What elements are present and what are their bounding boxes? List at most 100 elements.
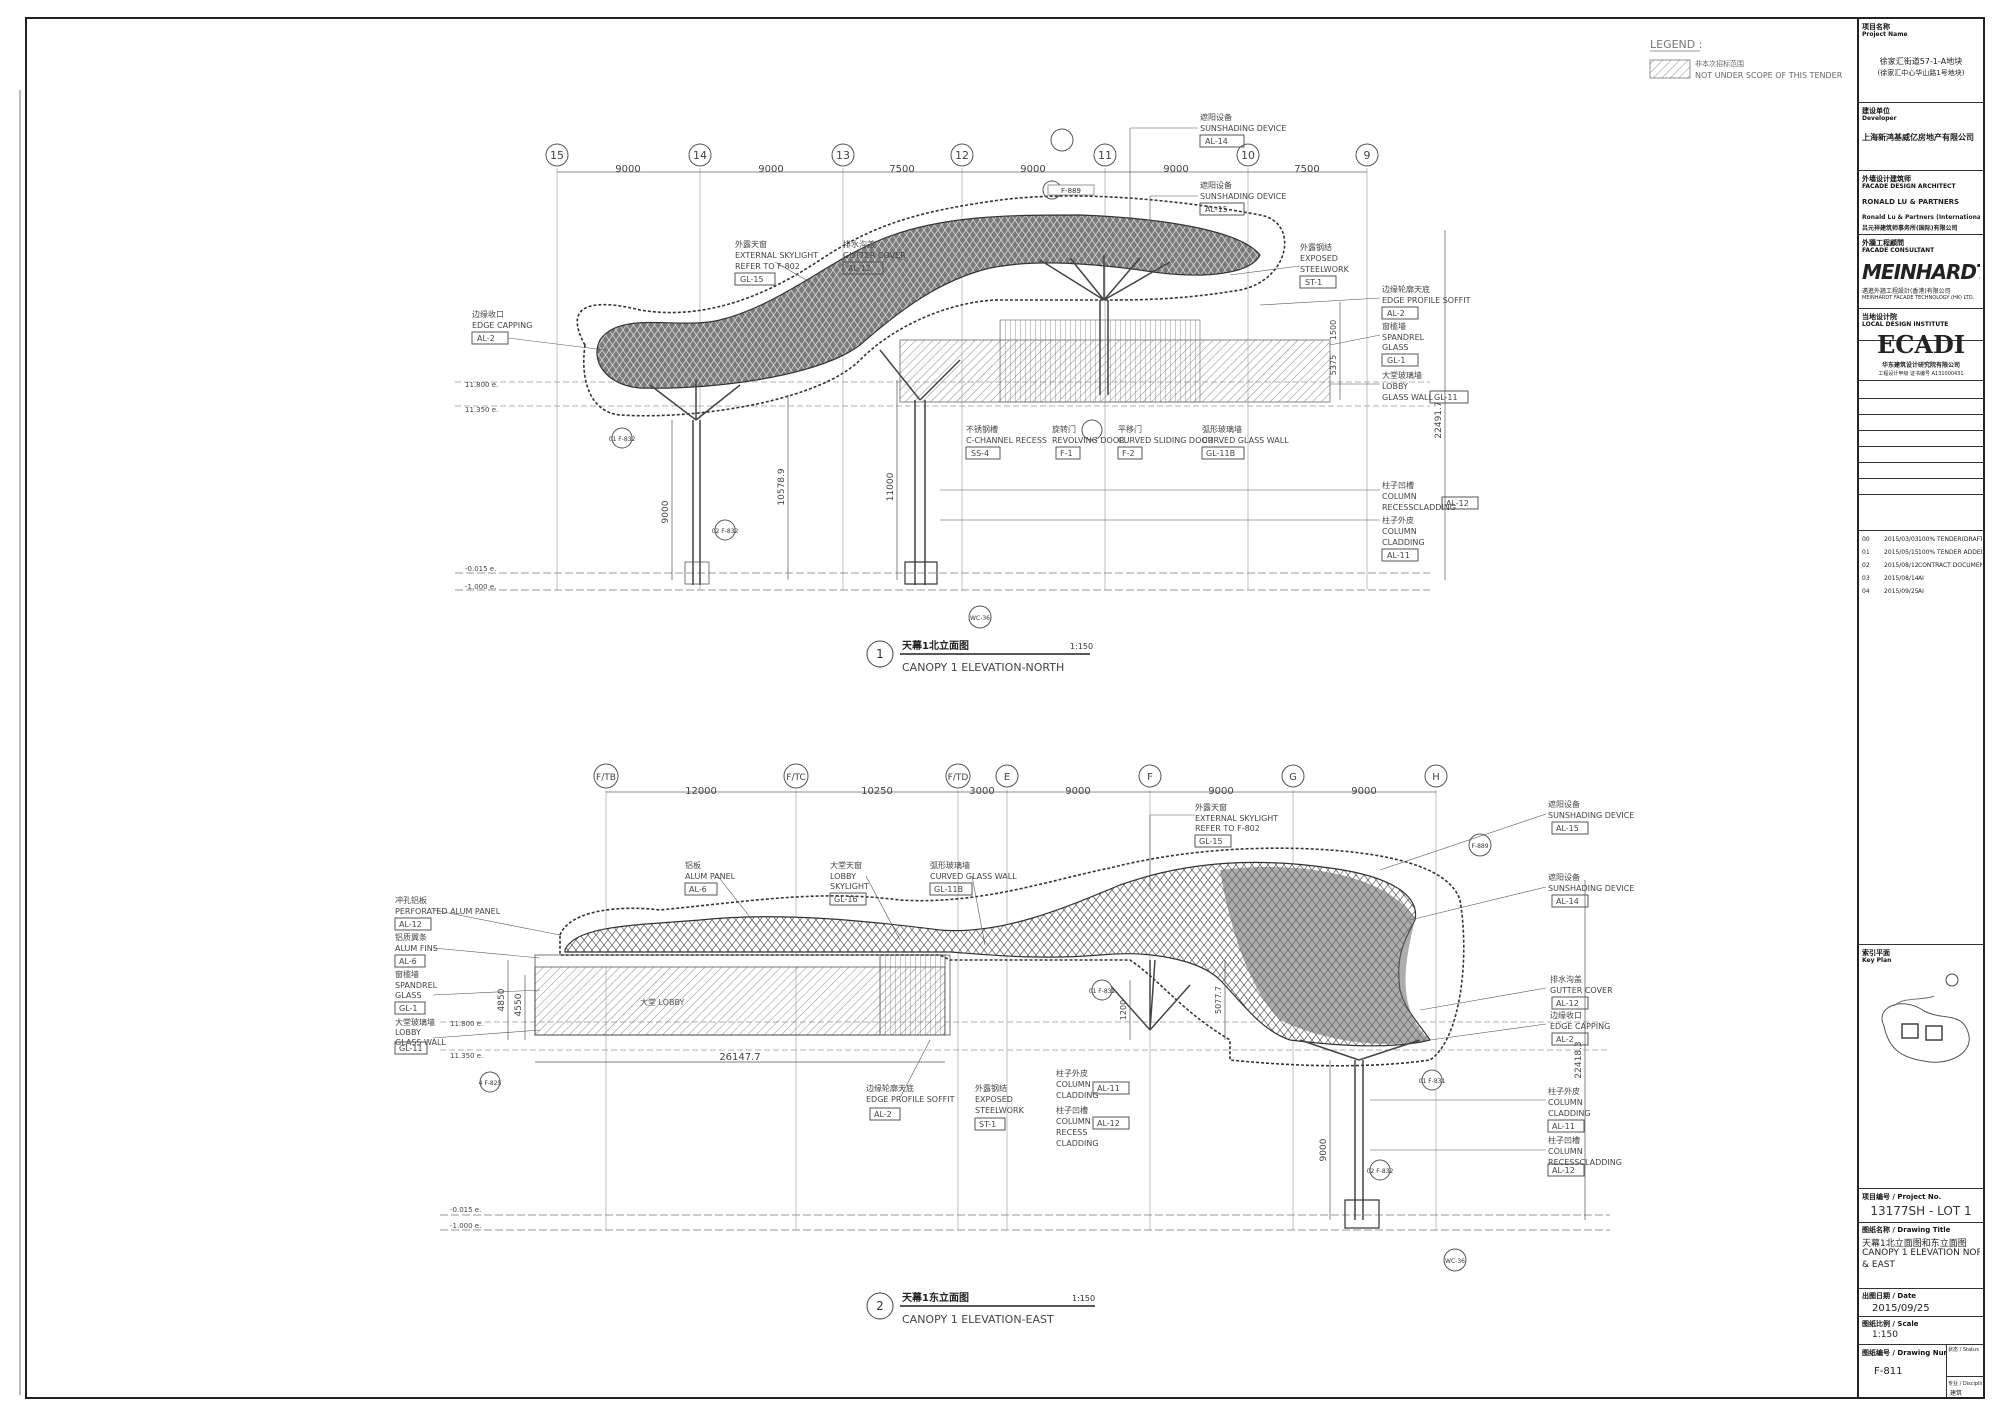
svg-text:1200: 1200 [1119, 1000, 1128, 1020]
canopy-roof [564, 861, 1431, 1047]
east-title-en: CANOPY 1 ELEVATION-EAST [902, 1313, 1054, 1326]
svg-text:9: 9 [1364, 149, 1371, 162]
svg-text:EDGE CAPPING: EDGE CAPPING [472, 321, 532, 330]
svg-text:GLASS: GLASS [1382, 343, 1408, 352]
svg-text:9000: 9000 [661, 500, 671, 523]
svg-text:AL-11: AL-11 [1097, 1084, 1120, 1093]
project-label: 项目名称 [1862, 23, 1890, 31]
svg-text:9000: 9000 [758, 164, 783, 175]
svg-text:10578.9: 10578.9 [777, 468, 787, 505]
svg-text:2: 2 [876, 1299, 884, 1313]
north-view-title: 1 天幕1北立面图 1:150 CANOPY 1 ELEVATION-NORTH [866, 639, 1093, 674]
svg-text:弧形玻璃墙: 弧形玻璃墙 [1202, 424, 1242, 434]
architect-name: Ronald Lu & Partners (International) Ltd… [1862, 214, 1980, 221]
svg-text:14: 14 [693, 149, 707, 162]
svg-text:LOBBY: LOBBY [830, 872, 856, 881]
svg-text:AL-12: AL-12 [848, 264, 871, 273]
svg-text:COLUMN: COLUMN [1548, 1147, 1583, 1156]
keyplan-label: 索引平面 [1862, 949, 1890, 957]
svg-text:RECESSCLADDING: RECESSCLADDING [1548, 1158, 1622, 1167]
steel-columns [649, 255, 1171, 585]
drawing-number: F-811 [1874, 1366, 1903, 1377]
svg-text:REFER TO F-802: REFER TO F-802 [1195, 824, 1260, 833]
svg-text:SKYLIGHT: SKYLIGHT [830, 882, 869, 891]
east-grid-spacing: 12000 10250 3000 9000 9000 9000 [685, 786, 1377, 797]
legend-title: LEGEND : [1650, 38, 1702, 51]
svg-text:COLUMN: COLUMN [1548, 1098, 1583, 1107]
svg-text:GL-15: GL-15 [740, 275, 764, 284]
svg-text:WC-36: WC-36 [970, 615, 990, 622]
svg-text:边缘收口: 边缘收口 [1550, 1010, 1582, 1020]
svg-text:AL-2: AL-2 [1556, 1035, 1574, 1044]
drawing-title-en-1: CANOPY 1 ELEVATION NORTH [1862, 1248, 1980, 1258]
svg-text:CLADDING: CLADDING [1056, 1091, 1099, 1100]
svg-text:EXTERNAL SKYLIGHT: EXTERNAL SKYLIGHT [735, 251, 818, 260]
svg-text:9000: 9000 [1163, 164, 1188, 175]
svg-text:11: 11 [1098, 149, 1112, 162]
svg-text:SUNSHADING DEVICE: SUNSHADING DEVICE [1200, 192, 1286, 201]
svg-text:7500: 7500 [889, 164, 914, 175]
svg-text:柱子凹槽: 柱子凹槽 [1382, 480, 1414, 490]
svg-text:12: 12 [955, 149, 969, 162]
discipline: 建筑 [1950, 1390, 1963, 1397]
svg-text:AL-6: AL-6 [689, 885, 707, 894]
title-block: 项目名称 Project Name 徐家汇街道57-1-A地块 (徐家汇中心华山… [1858, 18, 1984, 1398]
level-mark: 11.800 e. [450, 1020, 483, 1028]
svg-text:EXPOSED: EXPOSED [975, 1095, 1013, 1104]
keyplan-label-en: Key Plan [1862, 957, 1892, 964]
ldi-name-cn: 华东建筑设计研究院有限公司 [1881, 362, 1960, 369]
svg-text:外露钢结: 外露钢结 [975, 1083, 1007, 1093]
svg-text:4550: 4550 [514, 993, 524, 1016]
east-elevation: F/TB F/TC F/TD E F G H 12000 10250 3000 … [394, 763, 1634, 1326]
east-section-marker: 01 F-832 02 F-832 01 F-831 4 F-825 WC-36… [479, 833, 1492, 1272]
svg-text:边缘收口: 边缘收口 [472, 309, 504, 319]
svg-text:弧形玻璃墙: 弧形玻璃墙 [930, 860, 970, 870]
svg-text:柱子外皮: 柱子外皮 [1548, 1086, 1580, 1096]
revision-cloud [576, 195, 1286, 417]
svg-text:COLUMN: COLUMN [1382, 527, 1417, 536]
svg-text:5077.7: 5077.7 [1214, 986, 1223, 1014]
consultant-logo: MEINHARDT [1862, 260, 1980, 284]
svg-text:EDGE PROFILE SOFFIT: EDGE PROFILE SOFFIT [1382, 296, 1471, 305]
consultant-label: 外牆工程顧問 [1862, 239, 1904, 247]
svg-text:E: E [1004, 772, 1010, 783]
svg-text:AL-12: AL-12 [1556, 999, 1579, 1008]
svg-text:11000: 11000 [886, 472, 896, 501]
svg-text:遮阳设备: 遮阳设备 [1200, 180, 1232, 190]
svg-text:ST-1: ST-1 [1305, 278, 1322, 287]
level-mark: -0.015 e. [465, 565, 496, 573]
svg-text:AL-12: AL-12 [1552, 1166, 1575, 1175]
lobby-label: 大堂 LOBBY [640, 997, 685, 1007]
svg-text:AL-11: AL-11 [1552, 1122, 1575, 1131]
ldi-label-en: LOCAL DESIGN INSTITUTE [1862, 321, 1949, 328]
ldi-logo: ECADI [1876, 330, 1966, 359]
svg-text:外露钢结: 外露钢结 [1300, 242, 1332, 252]
ldi-label: 当地设计院 [1862, 313, 1897, 321]
east-dimensions: 4850 4550 26147.7 1200 5077.7 22418.3 90… [497, 880, 1586, 1220]
architect-logo: RONALD LU & PARTNERS [1862, 198, 1960, 206]
svg-text:CURVED SLIDING DOOR: CURVED SLIDING DOOR [1118, 436, 1214, 445]
svg-text:3000: 3000 [969, 786, 994, 797]
north-leader-line [507, 127, 1381, 521]
svg-text:GL-1: GL-1 [1387, 356, 1406, 365]
svg-text:22491.7: 22491.7 [1434, 401, 1444, 438]
svg-text:02 F-832: 02 F-832 [712, 528, 739, 535]
drawing-title-label: 图纸名称 / Drawing Title [1862, 1226, 1951, 1234]
svg-text:G: G [1289, 772, 1297, 783]
svg-text:GUTTER COVER: GUTTER COVER [843, 251, 906, 260]
svg-text:柱子外皮: 柱子外皮 [1382, 515, 1414, 525]
svg-text:AL-14: AL-14 [1556, 897, 1579, 906]
status-label: 状态 / Status [1948, 1347, 1979, 1353]
svg-text:GLASS: GLASS [395, 991, 421, 1000]
level-mark: -1.000 e. [465, 583, 496, 591]
architect-label-en: FACADE DESIGN ARCHITECT [1862, 183, 1956, 190]
north-title-cn: 天幕1北立面图 [902, 639, 969, 652]
east-callout: 冲孔铝板 PERFORATED ALUM PANEL AL-12 铝质翼条 AL… [394, 799, 1634, 1177]
ldi-cert: 工程设计甲级 证书编号 A131000431 [1878, 371, 1964, 377]
legend-item-cn: 非本次招标范围 [1695, 59, 1744, 68]
svg-text:02 F-832: 02 F-832 [1367, 1168, 1394, 1175]
svg-text:冲孔铝板: 冲孔铝板 [395, 895, 427, 905]
svg-text:01 F-831: 01 F-831 [1419, 1078, 1446, 1085]
svg-text:AL-2: AL-2 [477, 334, 495, 343]
